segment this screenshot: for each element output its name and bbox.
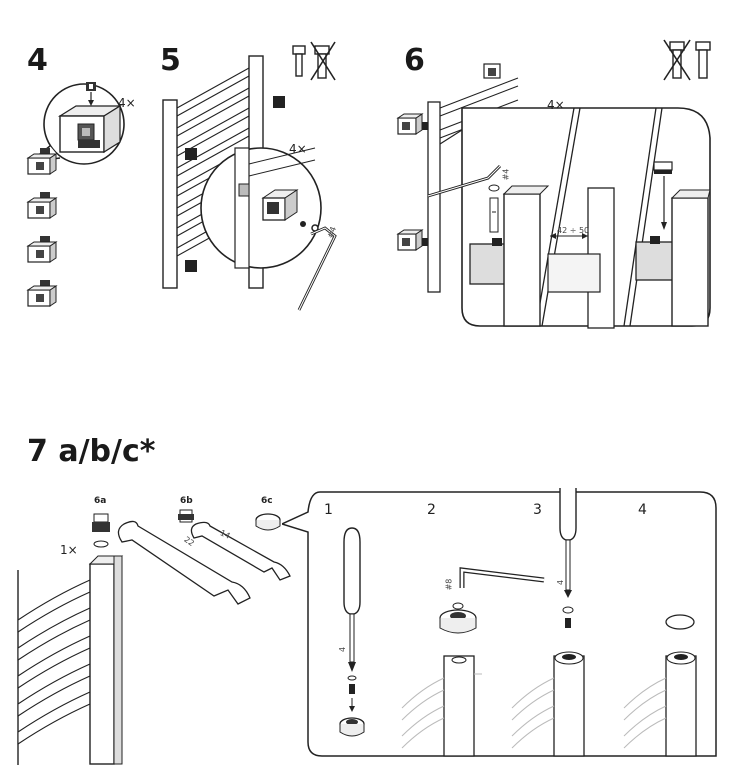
screwdriver-size-3: 4 (556, 579, 566, 586)
option-6c-label: 6c (261, 496, 273, 506)
option-6b-label: 6b (180, 496, 193, 506)
screw-crossed-out-icon (663, 39, 691, 81)
step-7-left-illustration (17, 509, 291, 765)
screw-crossed-out-icon (310, 41, 336, 81)
screwdriver-size-1: 4 (338, 646, 348, 653)
substep-2-number: 2 (427, 502, 436, 518)
option-6a-label: 6a (94, 496, 107, 506)
substep-4-number: 4 (638, 502, 647, 518)
wrench-22 (117, 520, 251, 605)
small-bracket-3 (26, 236, 58, 263)
step-4-quantity: 4× (118, 96, 136, 110)
screw-allowed-icon (292, 45, 306, 77)
step-6-gap-measurement: 42 ÷ 50 (557, 226, 590, 235)
step-5-quantity: 4× (289, 142, 307, 156)
step-6-illustration (396, 39, 711, 329)
step-6-hex-key-size: #4 (501, 168, 511, 181)
hex-key-8-size: #8 (444, 578, 454, 591)
step-7-quantity: 1× (60, 543, 78, 557)
small-bracket-2 (26, 192, 58, 219)
wall-bracket-top (396, 113, 428, 135)
screw-allowed-icon (695, 41, 711, 79)
step-5-illustration (162, 41, 337, 311)
wall-bracket-bottom (396, 229, 428, 251)
step-4-illustration (26, 82, 125, 307)
small-bracket-4 (26, 280, 58, 307)
small-bracket-1 (26, 148, 58, 175)
substep-3-number: 3 (533, 502, 542, 518)
step-4-number: 4 (27, 43, 48, 78)
step-6-quantity: 4× (547, 98, 565, 112)
step-5-number: 5 (160, 43, 181, 78)
step-7-title: 7 a/b/c* (27, 434, 156, 469)
substep-1-number: 1 (324, 502, 333, 518)
step-7-detail-panel (282, 488, 717, 757)
wrench-14 (190, 521, 291, 581)
step-6-number: 6 (404, 43, 425, 78)
